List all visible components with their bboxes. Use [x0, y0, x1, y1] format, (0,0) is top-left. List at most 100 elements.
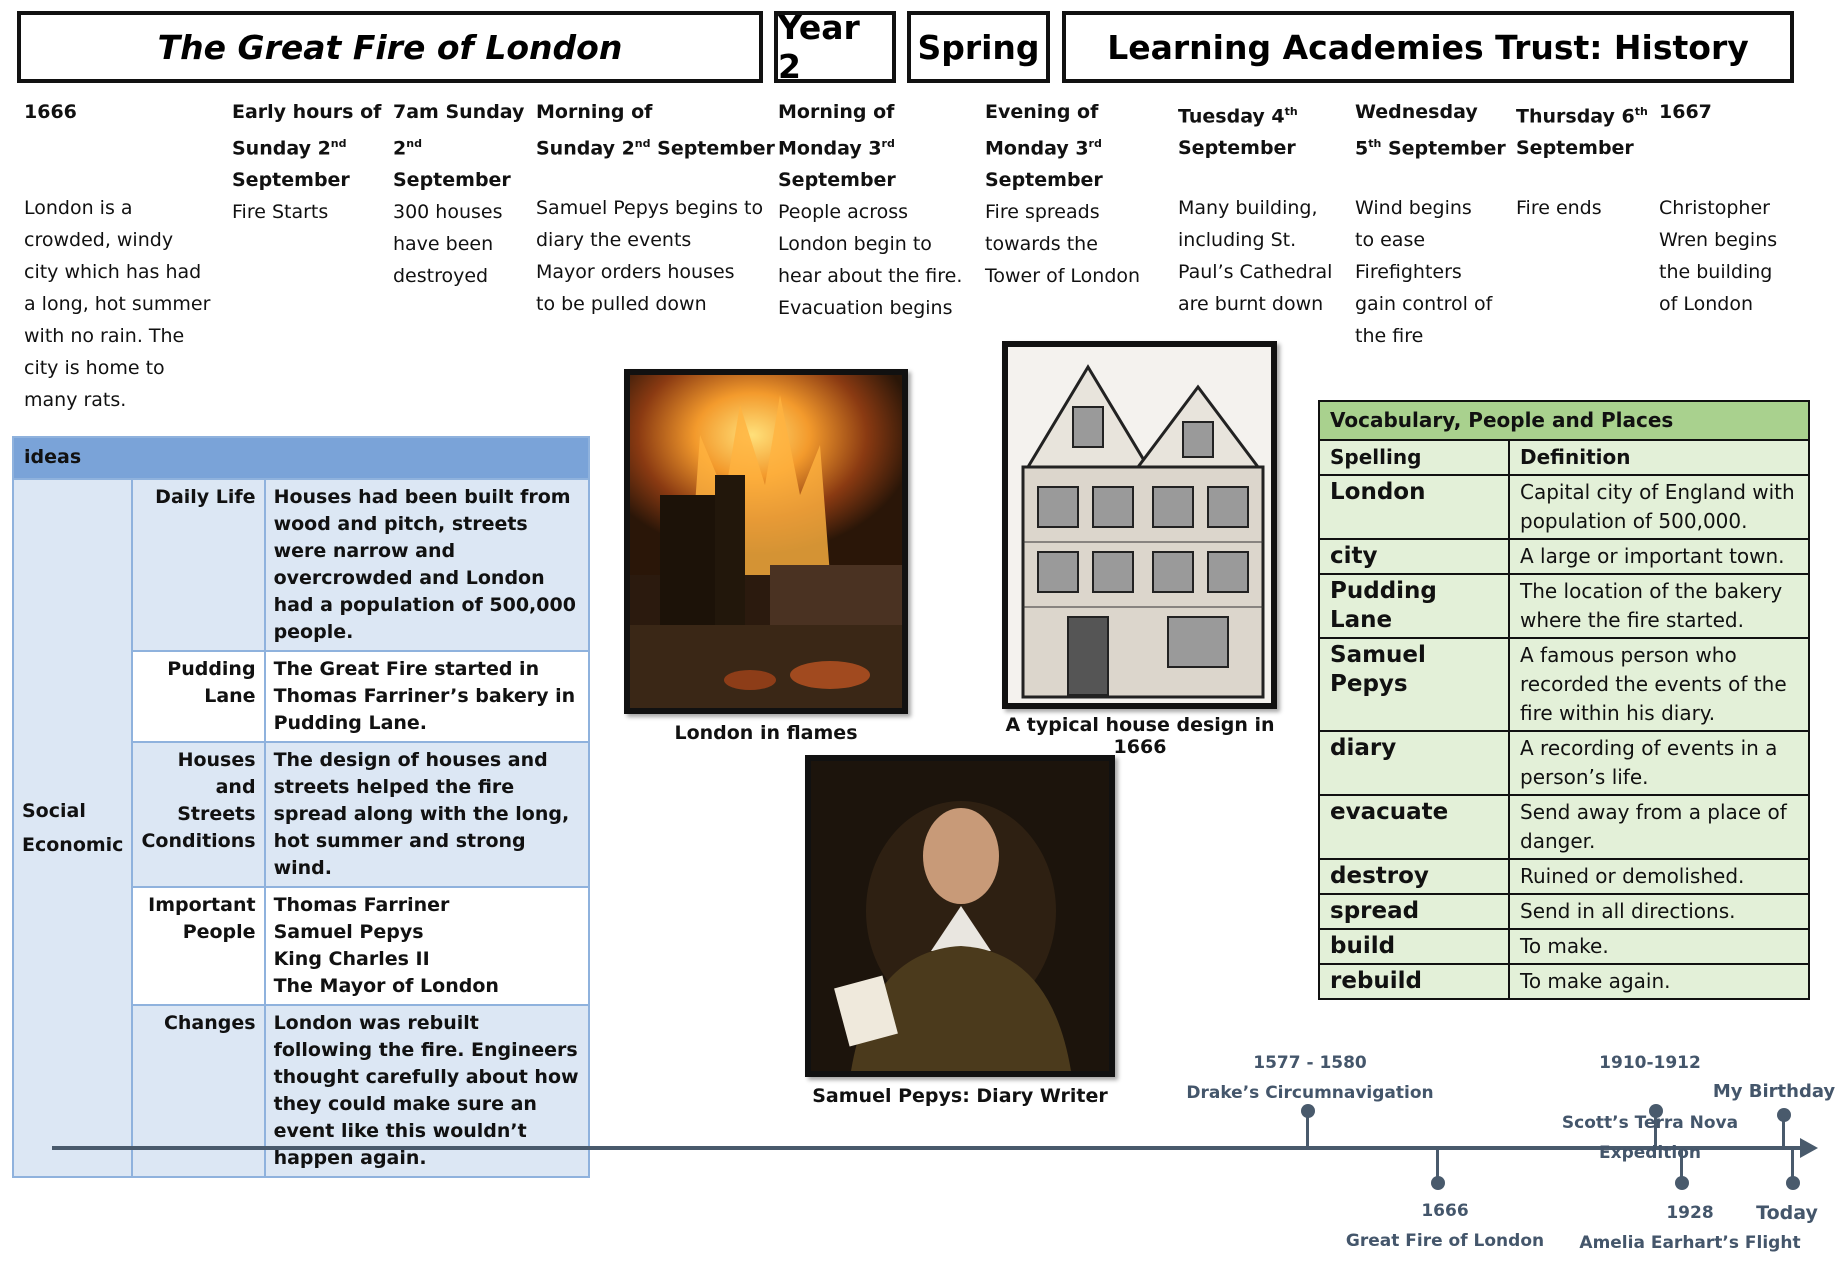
vocab-definition: Capital city of England with population …	[1508, 474, 1810, 540]
row-text: London was rebuilt following the fire. E…	[263, 1004, 591, 1178]
event-description: 300 houses have been destroyed	[393, 201, 503, 288]
event-heading-text: September	[232, 169, 350, 192]
timeline-dot	[1431, 1176, 1445, 1190]
event-description: Fire spreads towards the Tower of London	[985, 201, 1141, 288]
timeline-tick	[1791, 1150, 1794, 1182]
pepys-caption: Samuel Pepys: Diary Writer	[812, 1085, 1108, 1107]
event-today: Today	[1742, 1198, 1832, 1228]
event-heading: Early hours of Sunday 2nd September	[232, 96, 381, 196]
event-description: Wind begins to ease Firefighters gain co…	[1355, 197, 1493, 347]
row-label: Daily Life	[131, 478, 266, 652]
fire-painting-icon	[630, 375, 902, 708]
event-label: Great Fire of London	[1345, 1231, 1545, 1251]
house-caption: A typical house design in 1666	[1005, 714, 1275, 758]
vocab-term: Pudding Lane	[1318, 573, 1510, 639]
timeline-tick	[1680, 1150, 1683, 1182]
col-spelling: Spelling	[1318, 439, 1510, 476]
event-label: Drake’s Circumnavigation	[1186, 1083, 1434, 1103]
page-title: The Great Fire of London	[157, 27, 623, 67]
row-text: Thomas Farriner Samuel Pepys King Charle…	[263, 886, 591, 1006]
event-description: Many building, including St. Paul’s Cath…	[1178, 197, 1333, 315]
event-heading: 1666	[24, 101, 77, 123]
timeline-tick	[1306, 1106, 1309, 1146]
event-date: 1928	[1666, 1203, 1714, 1223]
event-heading-text: September	[1178, 137, 1296, 160]
event-heading-text: Tuesday 4	[1178, 105, 1285, 128]
event-description: Samuel Pepys begins to diary the events …	[536, 197, 764, 315]
ordinal-suffix: th	[1368, 137, 1382, 150]
pepys-portrait	[805, 755, 1115, 1077]
vocab-column-headers: Spelling Definition	[1318, 439, 1810, 476]
event-heading-text: September	[393, 169, 511, 192]
ordinal-suffix: th	[1634, 105, 1648, 118]
category-cell: Social Economic	[11, 478, 134, 1178]
portrait-icon	[811, 761, 1109, 1071]
event-heading: Wednesday 5th September	[1355, 96, 1506, 192]
event-description: People across London begin to hear about…	[778, 201, 963, 320]
vocab-definition: To make again.	[1508, 963, 1810, 1000]
trust-box: Learning Academies Trust: History	[1062, 11, 1794, 83]
event-heading-text: Morning of Sunday 2	[536, 101, 653, 160]
timeline-axis	[52, 1146, 1807, 1150]
term-box: Spring	[907, 11, 1050, 83]
event-heading-text: September	[778, 169, 896, 192]
event-heading: 1667	[1659, 101, 1712, 123]
timeline-dot	[1649, 1104, 1663, 1118]
fire-image	[624, 369, 908, 714]
vocabulary-table: Vocabulary, People and Places Spelling D…	[1318, 400, 1810, 1000]
event-heading-text: Morning of Monday 3	[778, 101, 895, 160]
event-heading: Thursday 6th September	[1516, 96, 1648, 192]
event-scott: 1910-1912 Scott’s Terra Nova Expedition	[1530, 1018, 1770, 1198]
timeline-tick	[1436, 1150, 1439, 1182]
knowledge-header-row: ideas	[12, 436, 590, 480]
event-drake: 1577 - 1580 Drake’s Circumnavigation	[1170, 1048, 1450, 1108]
event-heading-text: Thursday 6	[1516, 105, 1635, 128]
event-earhart: 1928 Amelia Earhart’s Flight	[1560, 1198, 1820, 1258]
row-label: Changes	[131, 1004, 266, 1178]
event-great-fire: 1666 Great Fire of London	[1310, 1196, 1580, 1256]
event-label: Today	[1756, 1202, 1818, 1224]
event-label: My Birthday	[1712, 1081, 1836, 1102]
trust-label: Learning Academies Trust: History	[1107, 27, 1749, 67]
vocab-term: city	[1318, 538, 1510, 575]
timeline-dot	[1301, 1104, 1315, 1118]
vocab-definition: A large or important town.	[1508, 538, 1810, 575]
knowledge-table: ideas Social Economic Daily Life Houses …	[11, 436, 591, 1178]
event-date: 1666	[1421, 1201, 1469, 1221]
house-drawing-icon	[1008, 347, 1271, 703]
vocab-definition: Send in all directions.	[1508, 893, 1810, 930]
vocab-term: London	[1318, 474, 1510, 540]
vocab-definition: Send away from a place of danger.	[1508, 794, 1810, 860]
event-description: Fire ends	[1516, 197, 1602, 219]
vocab-term: evacuate	[1318, 794, 1510, 860]
event-heading-text: Early hours of Sunday 2	[232, 101, 382, 160]
row-label: Important People	[131, 886, 266, 1006]
row-text: The design of houses and streets helped …	[263, 741, 591, 888]
event-heading: Tuesday 4th September	[1178, 96, 1332, 192]
event-heading: Morning of Monday 3rd September	[778, 96, 962, 196]
vocab-definition: A recording of events in a person’s life…	[1508, 730, 1810, 796]
col-definition: Definition	[1508, 439, 1810, 476]
event-heading: Evening of Monday 3rd September	[985, 96, 1140, 196]
ordinal-suffix: rd	[1088, 137, 1102, 150]
term-label: Spring	[917, 27, 1040, 67]
table-row: Important People Thomas Farriner Samuel …	[13, 886, 591, 1006]
table-row: Pudding Lane The Great Fire started in T…	[13, 650, 591, 743]
house-image	[1002, 341, 1277, 709]
row-label: Pudding Lane	[131, 650, 266, 743]
ordinal-suffix: nd	[330, 137, 347, 150]
table-row: Houses and Streets Conditions The design…	[13, 741, 591, 888]
row-text: The Great Fire started in Thomas Farrine…	[263, 650, 591, 743]
event-heading: 7am Sunday 2nd September	[393, 96, 524, 196]
